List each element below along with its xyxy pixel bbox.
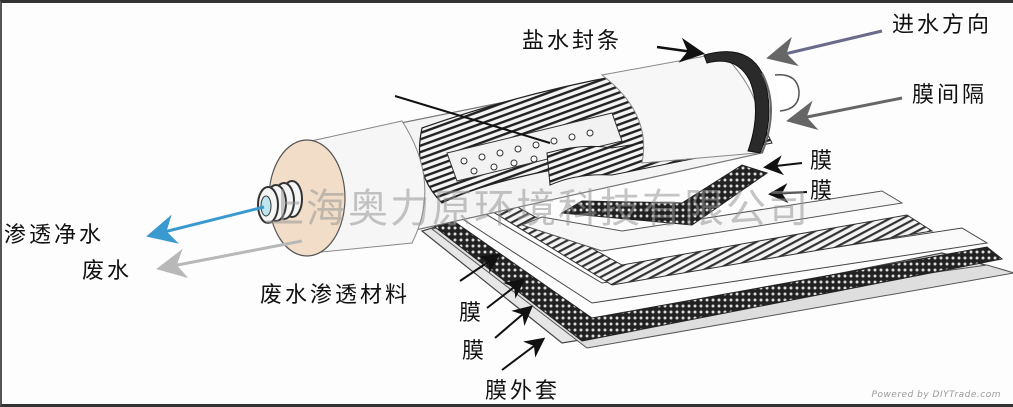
label-feed-direction: 进水方向 xyxy=(892,13,993,38)
label-membrane-right-2: 膜 xyxy=(810,179,836,204)
membrane-right-1-arrow xyxy=(763,155,803,176)
feed-end-rim xyxy=(761,72,772,154)
label-permeate-carrier: 废水渗透材料 xyxy=(260,283,411,308)
inner-pointer-line xyxy=(394,95,551,144)
brine-seal-pointer-arrow xyxy=(656,37,705,63)
label-feed-spacer: 膜间隔 xyxy=(912,83,988,108)
concentrate-flow-arrow xyxy=(156,239,303,279)
membrane-lower-3-arrow xyxy=(494,305,534,339)
membrane-lower-2-arrow xyxy=(486,278,526,309)
credit-text: Powered by DIYTrade.com xyxy=(871,390,1001,400)
upper-white-sheet xyxy=(520,190,904,252)
label-permeate: 渗透净水 xyxy=(4,223,105,248)
permeate-tube-opening xyxy=(260,195,272,217)
ro-membrane-illustration xyxy=(146,29,1013,371)
perforation-holes xyxy=(460,129,594,175)
membrane-lower-1-arrow xyxy=(459,253,501,282)
label-membrane-lower-2: 膜 xyxy=(462,339,488,364)
feed-flow-arrow xyxy=(766,29,883,67)
membrane-cylinder xyxy=(257,51,800,257)
brine-seal-ring xyxy=(703,51,770,154)
label-concentrate: 废水 xyxy=(82,259,133,284)
feed-tube-end xyxy=(774,74,800,112)
company-watermark: 上海奥力原环境科技有限公司 xyxy=(264,186,810,232)
membrane-right-2-arrow xyxy=(768,183,808,204)
label-membrane-right-1: 膜 xyxy=(810,149,836,174)
spacer-pointer-arrow xyxy=(786,96,903,131)
permeate-flow-arrow xyxy=(146,205,265,244)
label-outer-wrap: 膜外套 xyxy=(485,379,561,404)
outer-wrap-arrow xyxy=(501,337,546,371)
label-brine-seal: 盐水封条 xyxy=(522,29,623,54)
label-membrane-lower-1: 膜 xyxy=(459,301,485,326)
upper-dotted-sheet xyxy=(560,164,769,226)
